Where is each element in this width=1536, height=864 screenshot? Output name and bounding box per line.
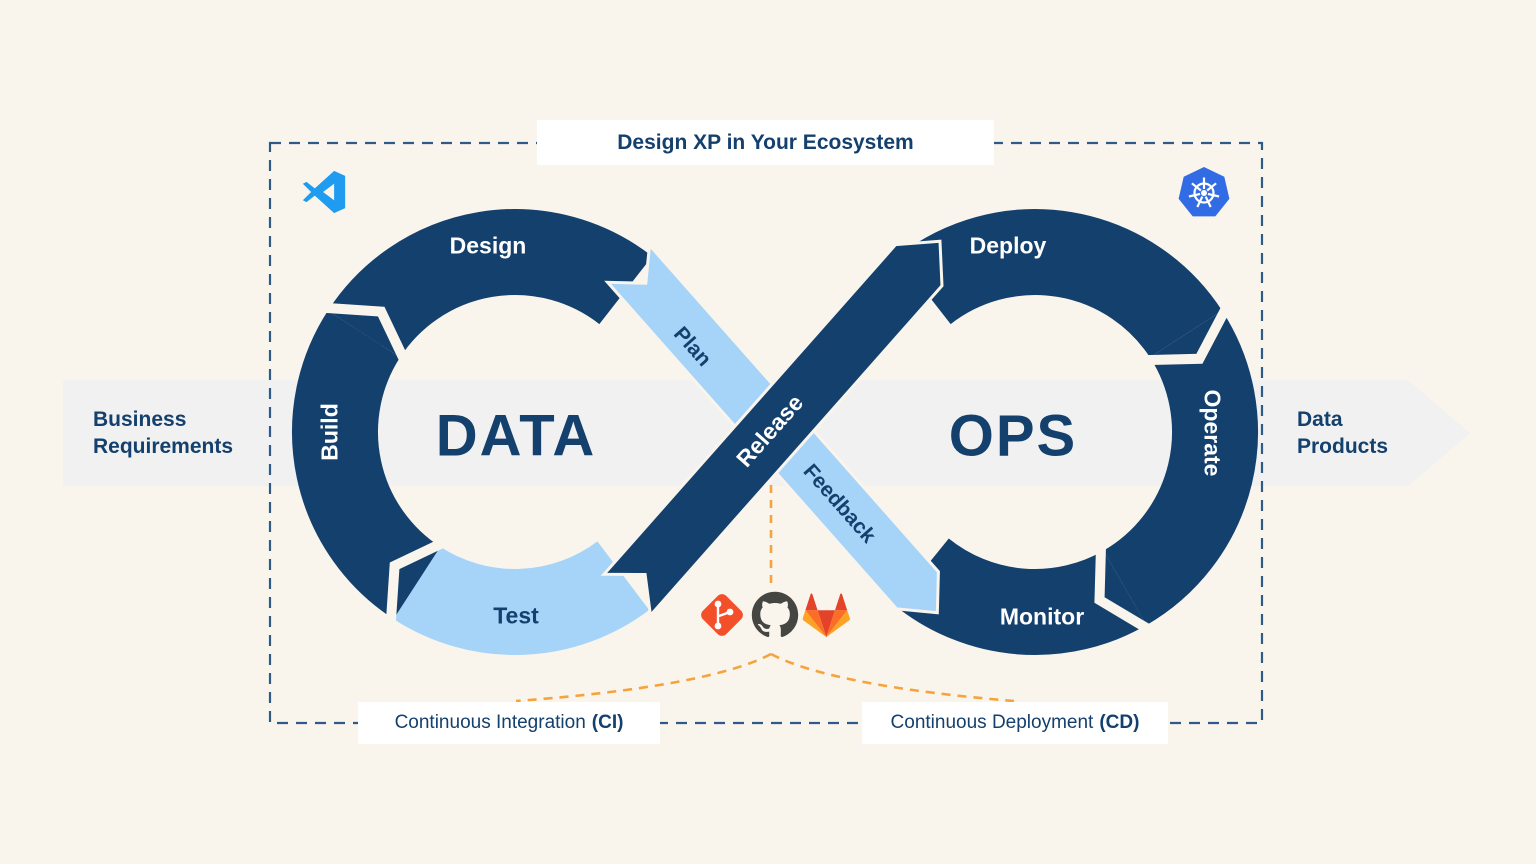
cicd-fork-dashes xyxy=(515,652,1015,703)
vscode-icon xyxy=(302,170,346,214)
continuous-integration-box: Continuous Integration (CI) xyxy=(358,702,660,744)
git-icon xyxy=(701,594,743,636)
continuous-deployment-box: Continuous Deployment (CD) xyxy=(862,702,1168,744)
cd-label: Continuous Deployment xyxy=(890,712,1094,733)
data-loop-arcs xyxy=(292,209,653,655)
deploy-arc xyxy=(897,209,1223,359)
monitor-segment-label: Monitor xyxy=(999,603,1085,630)
design-arc xyxy=(327,209,653,359)
github-icon xyxy=(751,591,799,638)
ci-label: Continuous Integration xyxy=(394,712,586,733)
data-loop-title: DATA xyxy=(435,403,597,469)
release-band xyxy=(600,239,944,619)
data-products-label: Data Products xyxy=(1297,408,1389,458)
diagram-title-box: Design XP in Your Ecosystem xyxy=(537,120,994,165)
build-arc xyxy=(292,310,442,620)
design-segment-label: Design xyxy=(449,232,527,259)
kubernetes-icon xyxy=(1178,167,1230,217)
ci-abbr: (CI) xyxy=(591,712,624,733)
test-segment-label: Test xyxy=(493,602,539,629)
cd-abbr: (CD) xyxy=(1099,712,1140,733)
test-arc xyxy=(393,540,650,655)
gitlab-icon xyxy=(802,593,850,638)
ops-loop-title: OPS xyxy=(948,403,1078,469)
operate-segment-label: Operate xyxy=(1199,389,1226,477)
build-segment-label: Build xyxy=(316,403,343,461)
segment-junction-chevrons xyxy=(323,302,1231,634)
business-requirements-label: Business Requirements xyxy=(93,408,234,458)
diagram-title: Design XP in Your Ecosystem xyxy=(617,130,914,154)
operate-arc xyxy=(1102,310,1258,626)
deploy-segment-label: Deploy xyxy=(969,232,1047,259)
